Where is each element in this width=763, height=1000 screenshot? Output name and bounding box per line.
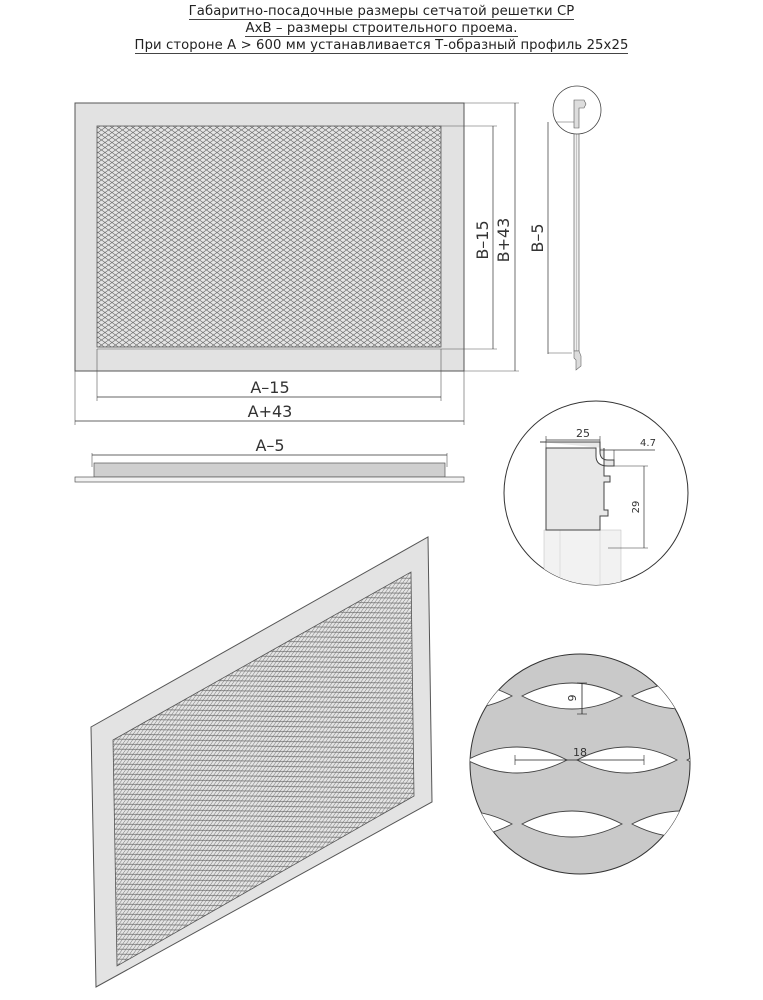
dim-a-inner-label: А–15 xyxy=(250,378,289,397)
profile-width-label: 25 xyxy=(576,427,590,440)
header-subtitle: АхВ – размеры строительного проема. xyxy=(245,21,518,37)
dim-a-bottom-label: А–5 xyxy=(255,436,284,455)
bottom-view: А–5 xyxy=(74,436,465,483)
profile-lip-label: 4.7 xyxy=(640,438,656,449)
t-profile xyxy=(540,441,615,531)
dim-a-outer-label: А+43 xyxy=(248,402,293,421)
iso-mesh xyxy=(112,571,415,967)
dim-b-outer-label: В+43 xyxy=(494,218,513,263)
grille-mesh xyxy=(96,125,442,348)
front-view: А–15 А+43 В–15 В+43 xyxy=(74,102,519,425)
cell-height-label: 9 xyxy=(566,695,579,702)
cell-length-label: 18 xyxy=(573,746,587,759)
header-title: Габаритно-посадочные размеры сетчатой ре… xyxy=(188,4,575,20)
dim-b-side-label: В–5 xyxy=(528,223,547,252)
mesh-detail-circle xyxy=(469,653,691,875)
profile-height-label: 29 xyxy=(631,501,642,514)
isometric-view xyxy=(90,536,433,988)
header-note: При стороне А > 600 мм устанавливается Т… xyxy=(134,38,629,54)
bottom-grille-flange xyxy=(74,476,465,483)
bottom-grille-body xyxy=(93,462,446,478)
dim-b-inner-label: В–15 xyxy=(473,220,492,259)
profile-detail: 25 4.7 29 xyxy=(503,400,689,586)
drawing-header: Габаритно-посадочные размеры сетчатой ре… xyxy=(0,3,763,54)
side-view: В–5 xyxy=(528,85,602,371)
